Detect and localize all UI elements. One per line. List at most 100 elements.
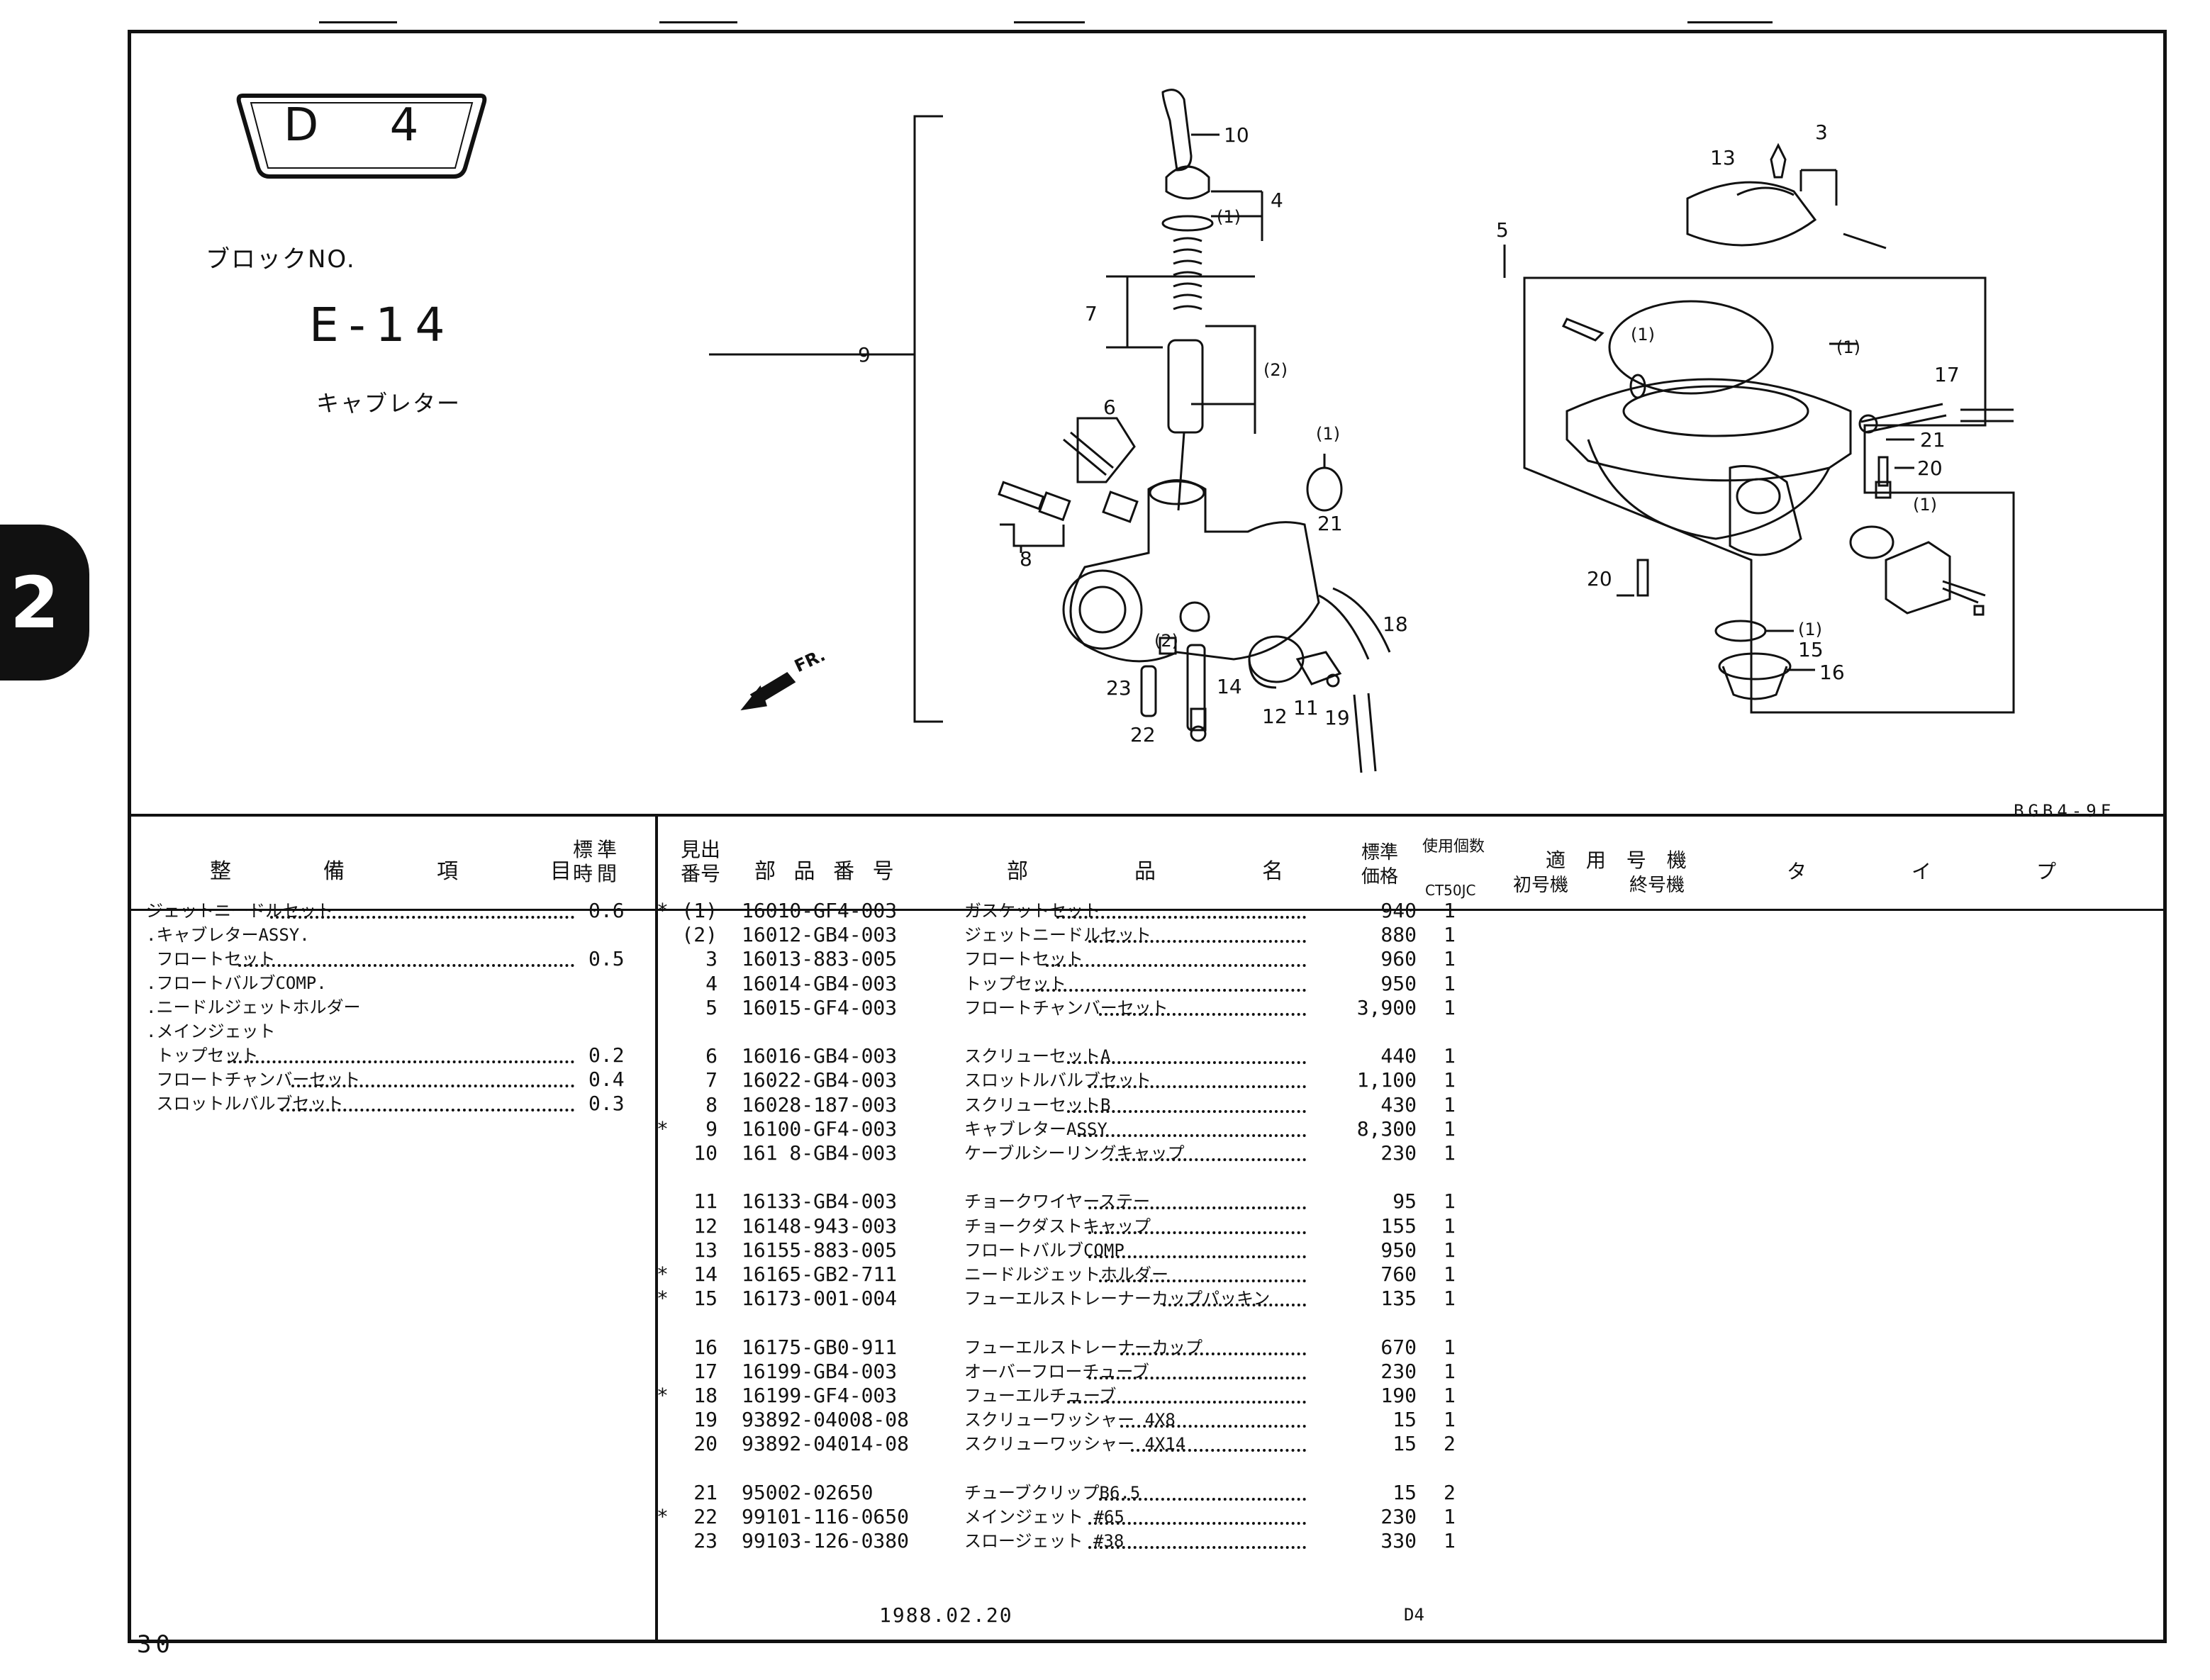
dot-leader — [1099, 1279, 1306, 1282]
parts-row-qty: 1 — [1444, 899, 1456, 922]
parts-row-ref: 10 — [693, 1141, 718, 1165]
labor-row-label: スロットルバルブセット — [146, 1094, 344, 1114]
parts-row-price: 15 — [1393, 1481, 1417, 1504]
parts-row-price: 940 — [1380, 899, 1417, 922]
parts-row-price: 230 — [1380, 1141, 1417, 1165]
section-tab-number: 2 — [10, 561, 60, 644]
parts-row-name: スロージェット #38 — [964, 1531, 1124, 1551]
parts-row-price: 230 — [1380, 1505, 1417, 1528]
parts-row-qty: 1 — [1444, 1117, 1456, 1141]
svg-text:4: 4 — [1271, 189, 1283, 212]
svg-text:21: 21 — [1920, 428, 1946, 452]
block-badge — [236, 94, 487, 179]
svg-text:11: 11 — [1293, 696, 1319, 719]
parts-row-ref: 20 — [693, 1432, 718, 1455]
parts-row-price: 430 — [1380, 1093, 1417, 1116]
parts-row-star: * — [657, 1287, 669, 1310]
parts-row-part-no: 16173-001-004 — [742, 1287, 898, 1310]
parts-row-price: 3,900 — [1356, 996, 1417, 1019]
scan-mark — [319, 21, 397, 23]
parts-row-qty: 1 — [1444, 947, 1456, 970]
parts-row-star: * — [657, 899, 669, 922]
parts-row-qty: 1 — [1444, 1093, 1456, 1116]
labor-row-time: 0.4 — [588, 1068, 625, 1091]
dot-leader — [1046, 964, 1306, 967]
parts-row-name: フロートバルブCOMP — [964, 1241, 1124, 1260]
parts-row-price: 440 — [1380, 1044, 1417, 1068]
svg-text:22: 22 — [1130, 723, 1156, 746]
footer-block-ref: D4 — [1404, 1605, 1424, 1625]
labor-row-label: トップセット — [146, 1046, 259, 1065]
parts-row-part-no: 16010-GF4-003 — [742, 899, 898, 922]
dot-leader — [1110, 1158, 1306, 1161]
parts-row-qty: 1 — [1444, 972, 1456, 995]
labor-row-label: .キャブレターASSY. — [146, 925, 310, 945]
svg-text:20: 20 — [1917, 457, 1943, 480]
svg-text:13: 13 — [1710, 146, 1736, 169]
parts-row-ref: 8 — [705, 1093, 718, 1116]
parts-row-star: * — [657, 1505, 669, 1528]
parts-row-ref: 9 — [705, 1117, 718, 1141]
parts-row-name: ケーブルシーリングキャップ — [964, 1143, 1185, 1163]
parts-row-ref: 4 — [705, 972, 718, 995]
parts-row-part-no: 16199-GF4-003 — [742, 1384, 898, 1407]
parts-row-part-no: 16148-943-003 — [742, 1214, 898, 1238]
svg-text:(1): (1) — [1631, 325, 1655, 345]
parts-row-qty: 2 — [1444, 1432, 1456, 1455]
labor-row-time: 0.3 — [588, 1092, 625, 1115]
parts-row-ref: 23 — [693, 1529, 718, 1552]
svg-text:12: 12 — [1262, 705, 1288, 728]
parts-row-name: トップセット — [964, 974, 1066, 994]
parts-header-first: 初号機 — [1513, 875, 1569, 896]
dot-leader — [281, 1109, 574, 1111]
parts-row-name: フロートチャンバーセット — [964, 998, 1168, 1018]
dot-leader — [1088, 1377, 1306, 1379]
labor-row-label: フロートチャンバーセット — [146, 1070, 361, 1090]
labor-row-label: ジェットニードルセット — [146, 901, 333, 921]
parts-row-ref: 15 — [693, 1287, 718, 1310]
parts-header-part-no: 部 品 番 号 — [754, 859, 900, 884]
dot-leader — [1088, 1085, 1306, 1088]
parts-row-part-no: 16100-GF4-003 — [742, 1117, 898, 1141]
dot-leader — [238, 964, 574, 967]
parts-row-ref: 17 — [693, 1360, 718, 1383]
parts-row-name: スクリューセットA — [964, 1046, 1111, 1066]
dot-leader — [1120, 1353, 1306, 1355]
parts-row-name: ガスケットセット — [964, 901, 1100, 921]
parts-row-qty: 1 — [1444, 1408, 1456, 1431]
svg-text:(1): (1) — [1316, 424, 1340, 444]
carb-body-outline — [1069, 479, 1320, 663]
parts-header-model: CT50JC — [1425, 882, 1476, 899]
exploded-parts-diagram: 10 4 (1) 7 (2) 9 6 8 (1) 21 18 (2) 23 14… — [709, 89, 2015, 773]
parts-row-price: 230 — [1380, 1360, 1417, 1383]
parts-row-qty: 1 — [1444, 1044, 1456, 1068]
parts-row-qty: 1 — [1444, 1189, 1456, 1213]
parts-row-part-no: 95002-02650 — [742, 1481, 874, 1504]
parts-row-part-no: 99101-116-0650 — [742, 1505, 910, 1528]
dot-leader — [1067, 1061, 1306, 1064]
svg-text:(1): (1) — [1798, 620, 1822, 639]
parts-row-qty: 1 — [1444, 996, 1456, 1019]
svg-text:21: 21 — [1317, 512, 1343, 535]
labor-row-time: 0.6 — [588, 899, 625, 922]
table-header-rule — [128, 909, 2167, 911]
parts-header-type: タ イ プ — [1787, 860, 2099, 883]
parts-row-qty: 1 — [1444, 1287, 1456, 1310]
table-divider — [655, 814, 658, 1643]
dot-leader — [1078, 1134, 1306, 1137]
svg-text:17: 17 — [1934, 363, 1960, 386]
parts-row-ref: 6 — [705, 1044, 718, 1068]
parts-row-price: 15 — [1393, 1408, 1417, 1431]
parts-row-ref: 21 — [693, 1481, 718, 1504]
parts-row-price: 155 — [1380, 1214, 1417, 1238]
parts-row-part-no: 161 8-GB4-003 — [742, 1141, 898, 1165]
parts-row-qty: 1 — [1444, 1335, 1456, 1359]
parts-row-ref: 7 — [705, 1068, 718, 1092]
parts-row-price: 8,300 — [1356, 1117, 1417, 1141]
parts-row-part-no: 16016-GB4-003 — [742, 1044, 898, 1068]
labor-header-item: 整 備 項 目 — [210, 859, 607, 884]
dot-leader — [1131, 1449, 1306, 1452]
parts-row-price: 950 — [1380, 1238, 1417, 1262]
parts-row-part-no: 93892-04008-08 — [742, 1408, 910, 1431]
parts-row-price: 135 — [1380, 1287, 1417, 1310]
